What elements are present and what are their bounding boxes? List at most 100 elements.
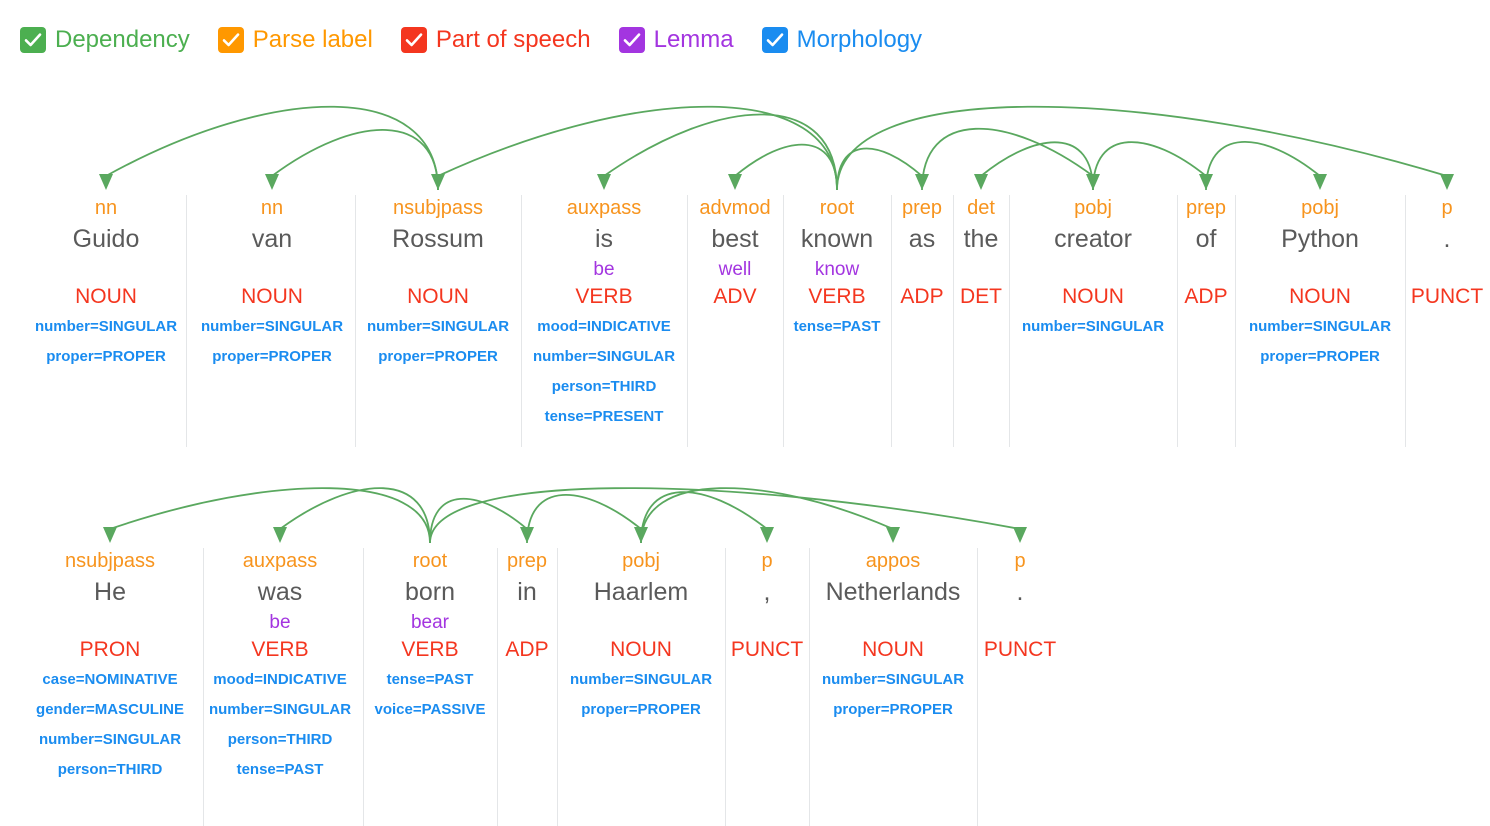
token-column[interactable]: p. PUNCT <box>977 548 1063 665</box>
token-lemma <box>725 610 809 635</box>
arc-curve <box>980 141 1094 191</box>
legend-toggle-morphology[interactable]: Morphology <box>761 27 922 53</box>
arc-arrowhead-icon <box>1313 174 1327 190</box>
legend-toggle-part-of-speech[interactable]: Part of speech <box>400 27 591 53</box>
token-separator <box>363 548 364 826</box>
arc-curve <box>526 494 642 544</box>
token-lemma <box>497 610 557 635</box>
token-column[interactable]: p. PUNCT <box>1405 195 1489 312</box>
legend-label: Lemma <box>653 26 734 53</box>
dependency-arc-layer <box>99 105 1454 191</box>
dependency-arc <box>974 141 1094 191</box>
token-part-of-speech: NOUN <box>407 285 469 308</box>
legend-toggle-dependency[interactable]: Dependency <box>20 27 190 53</box>
token-lemma <box>1177 257 1235 282</box>
arc-arrowhead-icon <box>103 527 117 543</box>
arc-arrowhead-icon <box>520 527 534 543</box>
arc-arrowhead-icon <box>634 527 648 543</box>
token-column[interactable]: prep in ADP <box>497 548 557 665</box>
dependency-arc <box>99 105 439 191</box>
token-parse-label: advmod <box>699 197 771 219</box>
token-separator <box>186 195 187 447</box>
arc-curve <box>429 497 528 544</box>
token-morphology-feature: proper=PROPER <box>833 701 953 718</box>
token-separator <box>953 195 954 447</box>
token-parse-label: prep <box>506 550 548 572</box>
token-lemma: know <box>814 259 860 280</box>
checkbox-checked-icon[interactable] <box>618 27 645 53</box>
token-morphology-feature: proper=PROPER <box>212 348 332 365</box>
token-lemma <box>355 257 521 282</box>
token-morphology-feature: person=THIRD <box>57 761 163 778</box>
dependency-arc <box>429 487 1027 544</box>
token-morphology-feature: number=SINGULAR <box>569 671 713 688</box>
dependency-arc <box>526 494 648 544</box>
dependency-arc <box>836 147 929 191</box>
token-column[interactable]: p, PUNCT <box>725 548 809 665</box>
token-lemma: be <box>269 612 291 633</box>
token-lemma <box>12 610 208 635</box>
arc-curve <box>105 105 439 191</box>
checkbox-checked-icon[interactable] <box>217 27 244 53</box>
arc-arrowhead-icon <box>1440 174 1454 190</box>
token-parse-label: pobj <box>622 550 660 572</box>
token-lemma <box>29 257 183 282</box>
token-morphology-feature: proper=PROPER <box>1260 348 1380 365</box>
token-part-of-speech: NOUN <box>1062 285 1124 308</box>
token-separator <box>1009 195 1010 447</box>
checkbox-checked-icon[interactable] <box>20 27 46 53</box>
legend-toggle-lemma[interactable]: Lemma <box>618 26 734 53</box>
arc-arrowhead-icon <box>597 174 611 190</box>
arc-arrowhead-icon <box>1013 527 1027 543</box>
token-separator <box>977 548 978 826</box>
token-morphology-feature: proper=PROPER <box>378 348 498 365</box>
arc-arrowhead-icon <box>1086 174 1100 190</box>
checkbox-checked-icon[interactable] <box>400 27 427 53</box>
arc-curve <box>836 147 923 191</box>
arc-curve <box>603 113 838 191</box>
token-lemma <box>977 610 1063 635</box>
legend-toggle-parse-label[interactable]: Parse label <box>217 27 373 53</box>
token-part-of-speech: ADP <box>505 638 549 661</box>
token-word: best <box>711 225 759 253</box>
token-separator <box>521 195 522 447</box>
token-morphology-feature: tense=PRESENT <box>544 408 664 425</box>
token-part-of-speech: NOUN <box>241 285 303 308</box>
token-morphology-feature: number=SINGULAR <box>38 731 182 748</box>
arc-arrowhead-icon <box>1199 174 1213 190</box>
token-parse-label: pobj <box>1074 197 1112 219</box>
dependency-arc <box>103 487 431 544</box>
token-parse-label: nn <box>94 197 118 219</box>
arc-arrowhead-icon <box>728 174 742 190</box>
legend-label: Dependency <box>55 26 190 53</box>
token-part-of-speech: PUNCT <box>983 638 1057 661</box>
token-morphology-feature: mood=INDICATIVE <box>537 318 671 335</box>
arc-arrowhead-icon <box>974 174 988 190</box>
token-lemma <box>1405 257 1489 282</box>
token-word: in <box>517 578 537 606</box>
arc-curve <box>836 105 1448 191</box>
arc-arrowhead-icon <box>265 174 279 190</box>
dependency-arc-layer <box>103 487 1027 544</box>
arc-arrowhead-icon <box>760 527 774 543</box>
token-part-of-speech: ADV <box>713 285 757 308</box>
token-word: van <box>251 225 293 253</box>
checkbox-checked-icon[interactable] <box>761 27 788 53</box>
